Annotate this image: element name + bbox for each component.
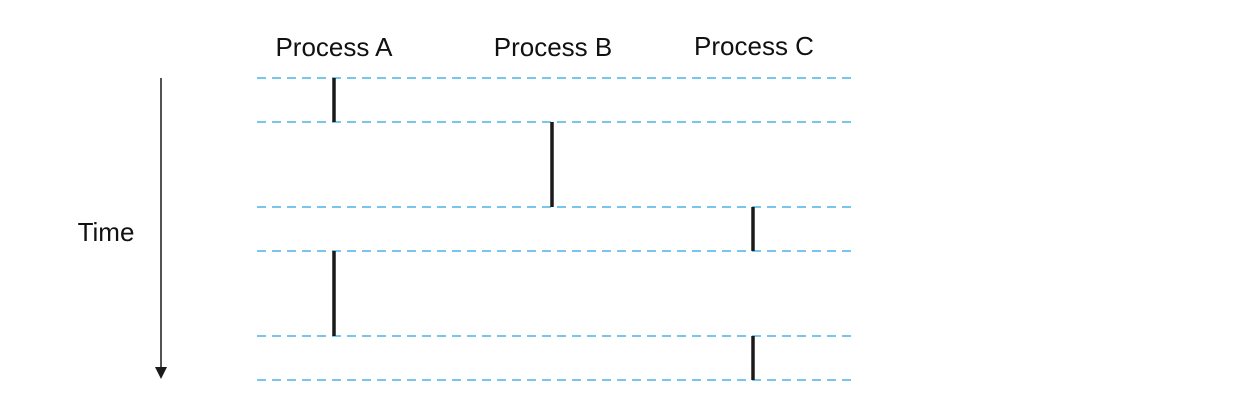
time-axis-arrowhead bbox=[155, 367, 167, 379]
process-label-c: Process C bbox=[694, 31, 814, 61]
execution-segments bbox=[332, 78, 755, 380]
process-label-b: Process B bbox=[494, 32, 613, 62]
boundary-lines bbox=[257, 77, 852, 381]
process-label-a: Process A bbox=[275, 32, 393, 62]
time-axis-label: Time bbox=[78, 217, 135, 247]
